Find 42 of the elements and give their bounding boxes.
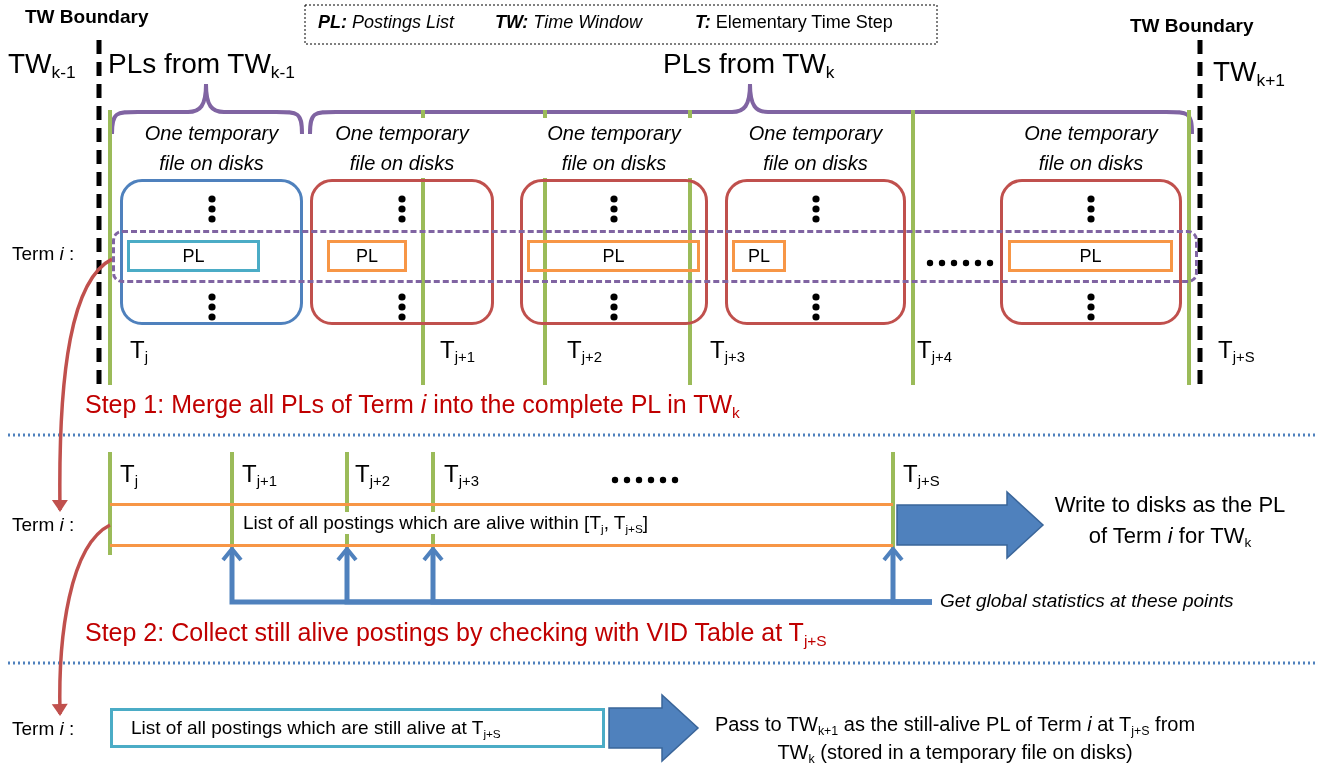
block-arrow [608,693,700,763]
row-label: Term i : [12,243,75,265]
time-step-label: T$_{j+3}$ [444,460,479,488]
legend-text: TW: Time Window [495,12,643,33]
arrow [882,547,932,605]
postings-list-box: PL [732,240,786,272]
annotation-text: Get global statistics at these points [932,588,1316,616]
postings-bar [110,503,893,547]
bar-text: List of all postings which are alive within [T$_{j}$, T$_{j+S}$] [243,512,649,534]
time-step-label: T$_{j+1}$ [440,336,475,364]
step-heading: Step 1: Merge all PLs of Term i into the complete PL in TW$_{k}$ [85,390,740,419]
time-step-label: T$_{j+S}$ [1218,336,1255,364]
time-step-label: T$_{j+2}$ [355,460,390,488]
arrow [51,257,113,512]
block-arrow [896,490,1045,560]
time-step-label: T$_{j+1}$ [242,460,277,488]
postings-list-box: List of all postings which are still alive at T$_{j+S}$ [110,708,605,748]
postings-list-box: PL [1008,240,1173,272]
postings-list-box: PL [527,240,700,272]
legend-text: PL: Postings List [318,12,455,33]
postings-list-box: PL [327,240,407,272]
description-text: Write to disks as the PL of Term i for TW$_{k}$ [1045,490,1295,558]
time-step-label: T$_{j+3}$ [710,336,745,364]
time-step-label: T$_{j+2}$ [567,336,602,364]
step-heading: Step 2: Collect still alive postings by checking with VID Table at T$_{j+S}$ [85,618,827,647]
postings-list-box: PL [127,240,260,272]
time-step-label: T$_{j+S}$ [903,460,940,488]
text-label: PLs from TW$_{k-1}$ [108,48,295,81]
boundary-label: TW Boundary [1130,15,1254,37]
legend-text: T: Elementary Time Step [695,12,893,33]
row-label: Term i : [12,716,102,744]
boundary-label: TW Boundary [25,6,149,28]
time-step-label: T$_{j}$ [130,336,148,364]
time-step-label: T$_{j+4}$ [917,336,952,364]
text-label: TW$_{k+1}$ [1213,56,1285,89]
description-text: Pass to TW$_{k+1}$ as the still-alive PL of Term i at T$_{j+S}$ from TW$_{k}$ (stored in a temporary file on disks) [700,710,1210,774]
row-label: Term i : [12,512,102,540]
text-label: TW$_{k-1}$ [8,48,76,81]
arrow [51,523,111,716]
dashed-band [112,230,1198,283]
text-label: PLs from TW$_{k}$ [663,48,835,81]
time-step-label: T$_{j}$ [120,460,138,488]
